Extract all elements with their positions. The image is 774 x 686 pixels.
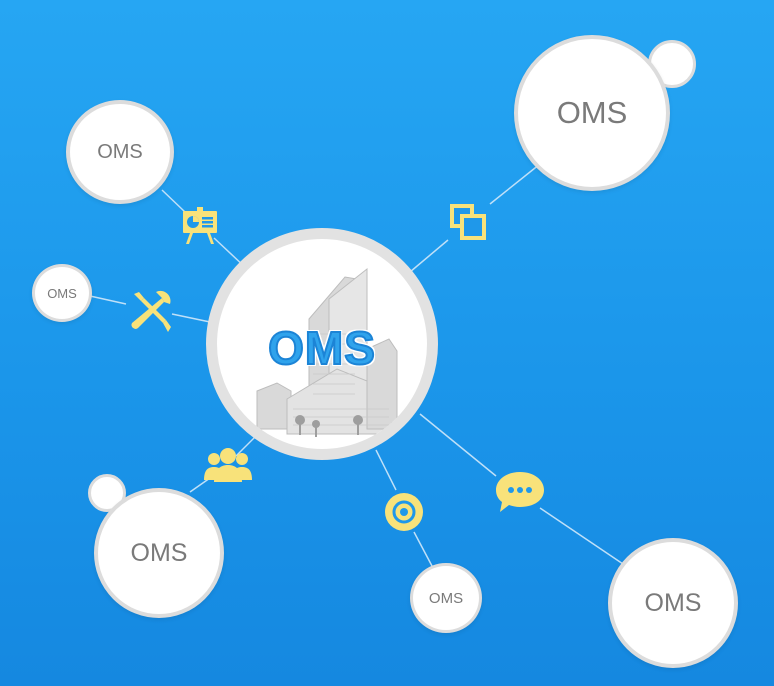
center-label: OMS [267,321,376,375]
node-left-small: OMS [32,264,92,322]
node-bottom-right: OMS [608,538,738,668]
node-bottom-left: OMS [94,488,224,618]
connector-bottom-mid [375,449,397,491]
connector-bottom-right [539,507,627,567]
connector-bottom-right [419,413,497,477]
central-hub: OMS [206,228,438,460]
node-top-left: OMS [66,100,174,204]
node-label: OMS [644,588,702,617]
target-icon [385,493,423,531]
connector-bottom-mid [413,531,433,567]
users-group-icon [204,448,252,482]
tools-icon [131,290,171,332]
node-label: OMS [97,140,143,163]
node-label: OMS [556,95,628,130]
node-label: OMS [428,589,464,607]
node-bottom-mid: OMS [410,563,482,633]
presentation-board-icon [183,207,217,244]
connector-bottom-left [235,435,257,457]
connector-top-left [161,189,186,213]
connector-top-right [489,163,541,205]
buildings-illustration [256,267,398,437]
connector-left [171,313,211,323]
connector-bottom-left [189,477,211,493]
node-label: OMS [130,538,188,567]
connector-left [89,295,127,305]
connector-top-right [409,239,449,273]
node-top-right: OMS [514,35,670,191]
copy-pages-icon [450,204,486,240]
node-label: OMS [47,285,77,301]
chat-bubble-icon [496,472,544,512]
